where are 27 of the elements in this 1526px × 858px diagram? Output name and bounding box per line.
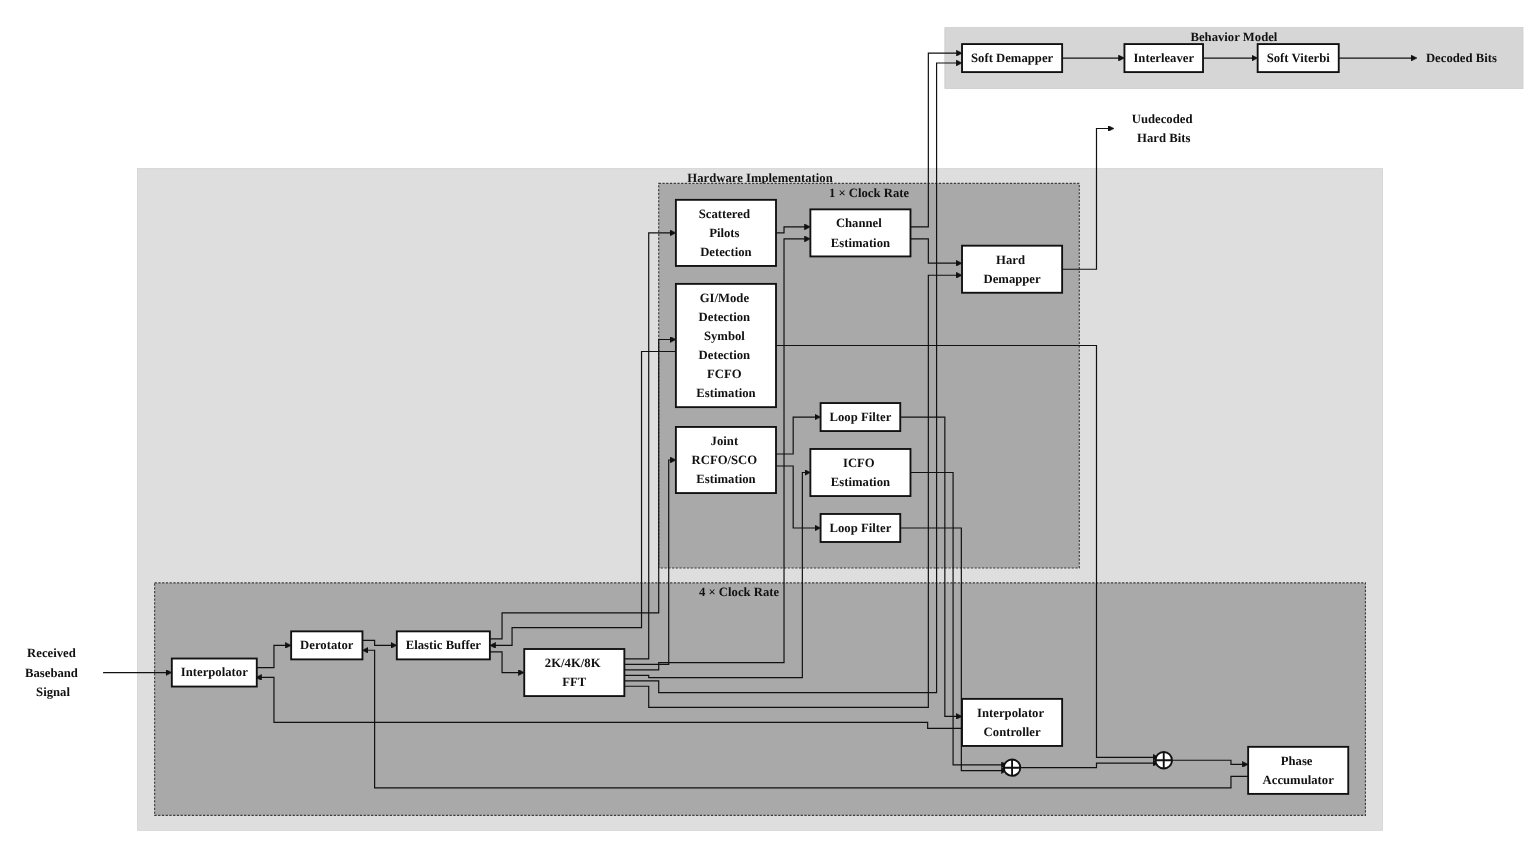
arrow	[489, 651, 525, 676]
arrow	[775, 344, 1160, 761]
arrow	[1202, 54, 1258, 62]
arrow	[623, 229, 677, 660]
arrow	[909, 471, 1008, 769]
arrow	[1171, 759, 1249, 768]
arrow	[1061, 125, 1115, 270]
arrow	[1019, 759, 1160, 769]
arrow	[102, 669, 173, 676]
arrow	[623, 235, 811, 671]
arrow	[899, 527, 1008, 774]
arrow	[361, 647, 1249, 789]
arrow	[361, 639, 398, 649]
arrow	[623, 456, 677, 665]
arrow	[623, 271, 963, 709]
arrow	[899, 416, 963, 720]
arrow	[909, 49, 963, 228]
arrow	[623, 59, 963, 694]
arrow	[256, 642, 292, 669]
arrow	[1338, 54, 1418, 62]
arrow	[775, 223, 811, 234]
arrow	[775, 465, 821, 532]
arrow	[255, 674, 963, 729]
arrow	[1061, 54, 1125, 62]
arrow	[775, 413, 821, 455]
arrow	[909, 238, 963, 267]
arrow	[623, 469, 811, 679]
